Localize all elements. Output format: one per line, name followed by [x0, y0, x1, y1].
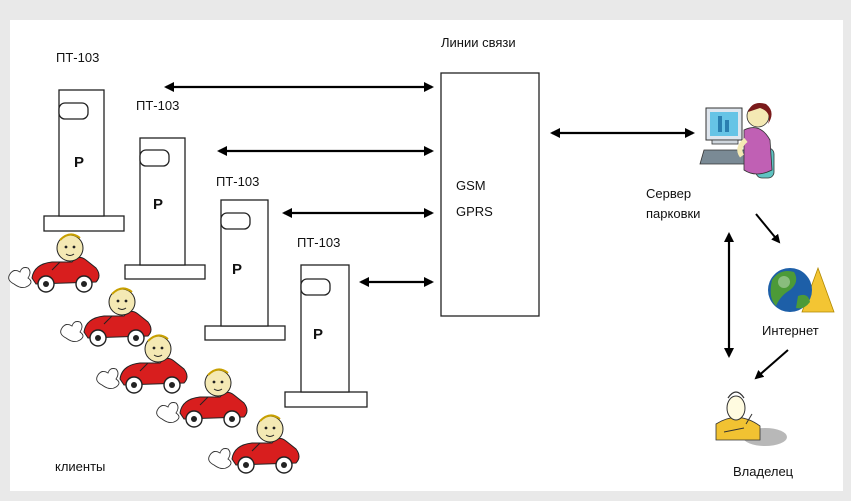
terminal-3: ПТ-103 Р [204, 174, 286, 341]
terminal-2-slot-icon [139, 149, 170, 167]
comm-lines-node: Линии связи GSM GPRS [440, 35, 540, 317]
terminal-1-parking-letter: Р [74, 154, 84, 171]
link-server-internet-arrow [755, 213, 781, 244]
client-car-icon [208, 414, 300, 474]
server-label-line1: Сервер [646, 186, 691, 201]
owner-icon [715, 391, 787, 446]
terminal-1-slot-icon [58, 102, 89, 120]
link-internet-owner-arrow [754, 349, 789, 380]
terminal-2-parking-letter: Р [153, 196, 163, 213]
terminal-2: ПТ-103 Р [124, 98, 206, 280]
terminal-1-label: ПТ-103 [56, 50, 99, 65]
terminal-4: ПТ-103 Р [284, 235, 368, 408]
server-operator-icon [699, 103, 775, 179]
diagram-panel [10, 20, 843, 491]
owner-label: Владелец [733, 464, 794, 479]
comm-gprs-label: GPRS [456, 204, 493, 219]
comm-gsm-label: GSM [456, 178, 486, 193]
client-car-icon [156, 368, 248, 428]
terminal-3-parking-letter: Р [232, 261, 242, 278]
terminal-2-label: ПТ-103 [136, 98, 179, 113]
terminal-4-label: ПТ-103 [297, 235, 340, 250]
terminal-3-slot-icon [220, 212, 251, 230]
client-car-icon [8, 233, 100, 293]
terminal-links [164, 82, 789, 380]
client-car-icon [96, 334, 188, 394]
terminal-4-slot-icon [300, 278, 331, 296]
terminal-1: ПТ-103 Р [43, 50, 125, 232]
terminal-4-parking-letter: Р [313, 326, 323, 343]
clients-group [8, 233, 300, 474]
comm-lines-box [440, 72, 540, 317]
comm-lines-title: Линии связи [441, 35, 516, 50]
internet-label: Интернет [762, 323, 819, 338]
server-label-line2: парковки [646, 206, 700, 221]
client-car-icon [60, 287, 152, 347]
clients-label: клиенты [55, 459, 105, 474]
terminal-3-label: ПТ-103 [216, 174, 259, 189]
globe-icon [768, 266, 835, 313]
